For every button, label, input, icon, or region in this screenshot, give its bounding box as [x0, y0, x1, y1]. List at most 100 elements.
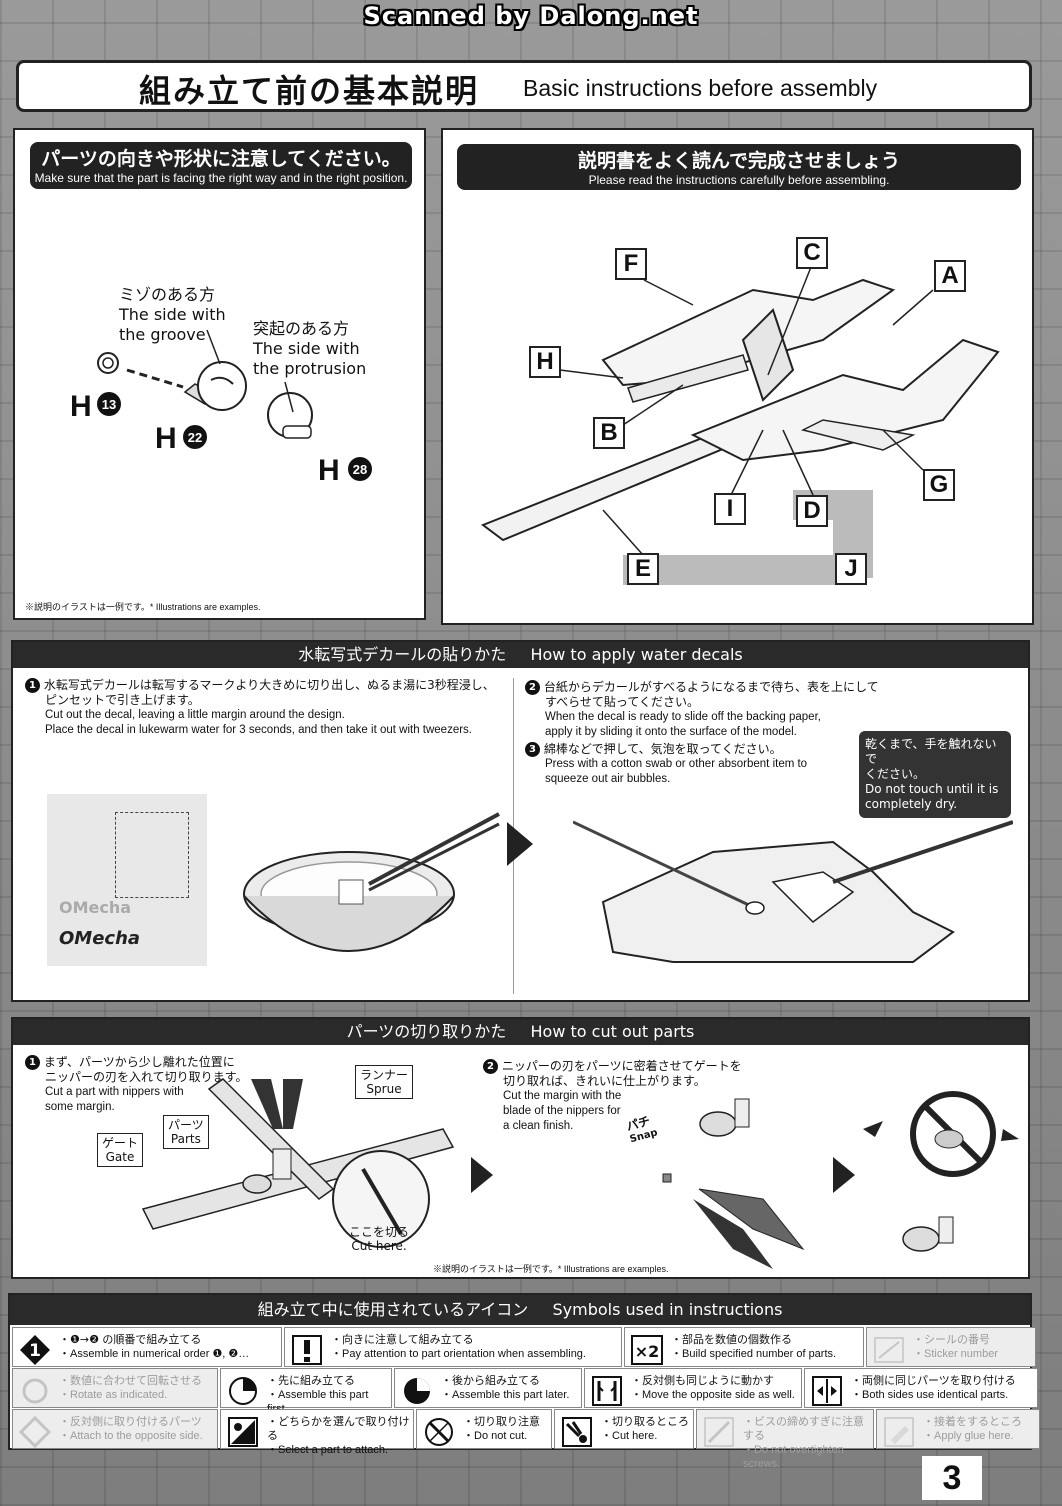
symbol-legend-item: ・シールの番号・Sticker number	[866, 1327, 1036, 1367]
cut-step2-jp-2: 切り取れば、きれいに仕上がります。	[503, 1074, 706, 1088]
cutting-title-jp: パーツの切り取りかた	[346, 1022, 507, 1041]
cutting-section: パーツの切り取りかた How to cut out parts 1 まず、パーツ…	[11, 1017, 1030, 1279]
symbol-legend-en: ・Sticker number	[913, 1348, 998, 1360]
page-header: 組み立て前の基本説明 Basic instructions before ass…	[16, 60, 1032, 112]
overtighten-icon	[703, 1416, 735, 1448]
part-letter-d: D	[796, 495, 828, 527]
orientation-title-en: Make sure that the part is facing the ri…	[34, 171, 408, 185]
rotate-icon	[19, 1375, 51, 1407]
dry-warning-jp-2: ください。	[865, 767, 926, 781]
symbol-legend-item: ・両側に同じパーツを取り付ける・Both sides use identical…	[804, 1368, 1038, 1408]
cut-step1-en-2: some margin.	[45, 1101, 115, 1113]
arrow-right-icon	[507, 822, 533, 866]
symbols-title-en: Symbols used in instructions	[552, 1300, 783, 1319]
protrusion-label-jp: 突起のある方	[253, 319, 350, 338]
symbol-legend-item: ・切り取り注意・Do not cut.	[416, 1409, 552, 1449]
dry-warning-en-2: completely dry.	[865, 797, 958, 811]
part-letter-i: I	[714, 493, 746, 525]
arrow-right-icon	[471, 1157, 493, 1193]
decal-step2-en-1: When the decal is ready to slide off the…	[545, 711, 821, 723]
svg-text:×2: ×2	[635, 1342, 660, 1361]
symbol-legend-en: ・Move the opposite side as well.	[631, 1389, 795, 1401]
decal-step1-jp-2: ピンセットで引き上げます。	[45, 693, 200, 707]
symbols-section-bar: 組み立て中に使用されているアイコン Symbols used in instru…	[10, 1295, 1030, 1325]
orientation-illustration: H 13 H 22 H 28	[70, 329, 372, 487]
cutting-section-bar: パーツの切り取りかた How to cut out parts	[13, 1019, 1028, 1045]
cut-here-label: ここを切る Cut here.	[349, 1225, 409, 1253]
water-bowl-illustration	[243, 812, 500, 952]
decal-step3-en-2: squeeze out air bubbles.	[545, 773, 671, 785]
orientation-banner: パーツの向きや形状に注意してください。 Make sure that the p…	[30, 142, 412, 189]
decal-cut-box	[115, 812, 189, 898]
multiply-2-icon: ×2	[631, 1334, 663, 1366]
symbol-legend-jp: ・後から組み立てる	[441, 1374, 540, 1387]
symbol-legend-item: 1・❶→❷ の順番で組み立てる・Assemble in numerical or…	[12, 1327, 282, 1367]
symbol-legend-jp: ・反対側に取り付けるパーツ	[59, 1415, 202, 1428]
decal-step1-en-1: Cut out the decal, leaving a little marg…	[45, 709, 345, 721]
part-label-h22-letter: H	[155, 422, 177, 455]
symbol-legend-en: ・Cut here.	[601, 1430, 658, 1442]
parts-label-jp: パーツ	[168, 1118, 204, 1132]
symbol-legend-item: ・向きに注意して組み立てる・Pay attention to part orie…	[284, 1327, 622, 1367]
symbol-legend-en: ・Do not overtighten screws.	[743, 1444, 844, 1470]
no-tearing-illustration	[863, 1091, 1019, 1252]
symbol-legend-jp: ・切り取るところ	[601, 1415, 689, 1428]
decal-title-en: How to apply water decals	[530, 645, 743, 664]
part-letter-h: H	[529, 346, 561, 378]
cutting-step-2: 2 ニッパーの刃をパーツに密着させてゲートを 切り取れば、きれいに仕上がります。…	[483, 1059, 773, 1134]
symbol-legend-jp: ・先に組み立てる	[267, 1374, 355, 1387]
symbol-legend-en: ・Select a part to attach.	[267, 1444, 389, 1456]
both-sides-icon	[811, 1375, 843, 1407]
symbol-legend-jp: ・シールの番号	[913, 1333, 990, 1346]
symbol-legend-item: ・数値に合わせて回転させる・Rotate as indicated.	[12, 1368, 218, 1408]
groove-label-jp: ミゾのある方	[119, 285, 216, 304]
decal-title-jp: 水転写式デカールの貼りかた	[298, 645, 507, 664]
cut-here-en: Cut here.	[351, 1239, 407, 1253]
decal-brand: OMecha	[59, 928, 141, 949]
dry-warning-jp: 乾くまで、手を触れないで	[865, 737, 997, 766]
symbol-legend-item: ・反対側も同じように動かす・Move the opposite side as …	[584, 1368, 802, 1408]
numbered-order-icon: 1	[19, 1334, 51, 1366]
decal-step-1: 1 水転写式デカールは転写するマークより大きめに切り出し、ぬるま湯に3秒程浸し、…	[25, 678, 515, 738]
part-letter-e: E	[627, 553, 659, 585]
part-label-h22-num: 22	[188, 430, 202, 445]
nipper-illustration	[662, 1098, 805, 1269]
symbol-legend-en: ・Do not cut.	[463, 1430, 528, 1442]
decal-step1-jp-1: 水転写式デカールは転写するマークより大きめに切り出し、ぬるま湯に3秒程浸し、	[43, 678, 495, 692]
sticker-number-icon	[873, 1334, 905, 1366]
groove-label-en-2: the groove	[119, 325, 206, 344]
symbol-legend-item: ・接着をするところ・Apply glue here.	[876, 1409, 1040, 1449]
orientation-title-jp: パーツの向きや形状に注意してください。	[41, 148, 401, 170]
read-title-jp: 説明書をよく読んで完成させましょう	[577, 150, 901, 172]
apply-glue-icon	[883, 1416, 915, 1448]
symbol-legend-jp: ・部品を数値の個数作る	[671, 1333, 792, 1346]
page-number: 3	[922, 1456, 982, 1500]
symbol-legend-jp: ・接着をするところ	[923, 1415, 1022, 1428]
part-label-h13-letter: H	[70, 390, 92, 423]
protrusion-label: 突起のある方 The side with the protrusion	[253, 319, 366, 379]
symbol-legend-item: ・後から組み立てる・Assemble this part later.	[394, 1368, 582, 1408]
symbol-legend-item: ・切り取るところ・Cut here.	[554, 1409, 694, 1449]
decal-step3-en-1: Press with a cotton swab or other absorb…	[545, 758, 808, 770]
decal-step2-en-2: apply it by sliding it onto the surface …	[545, 726, 797, 738]
symbol-legend-jp: ・ビスの締めすぎに注意する	[743, 1415, 864, 1442]
orientation-panel: パーツの向きや形状に注意してください。 Make sure that the p…	[13, 128, 426, 620]
symbol-legend-item: ×2・部品を数値の個数作る・Build specified number of …	[624, 1327, 864, 1367]
cut-here-icon	[561, 1416, 593, 1448]
scan-credit: Scanned by Dalong.net	[363, 2, 699, 30]
cut-step2-en-1: Cut the margin with the	[503, 1090, 622, 1102]
read-instructions-panel: 説明書をよく読んで完成させましょう Please read the instru…	[441, 128, 1034, 625]
symbols-section: 組み立て中に使用されているアイコン Symbols used in instru…	[8, 1293, 1040, 1470]
part-letter-j: J	[835, 553, 867, 585]
assemble-first-icon	[227, 1375, 259, 1407]
symbol-legend-en: ・Rotate as indicated.	[59, 1389, 168, 1401]
runner-label-en: Sprue	[366, 1082, 402, 1096]
symbol-legend-en: ・Both sides use identical parts.	[851, 1389, 1009, 1401]
parts-tag: パーツ Parts	[163, 1115, 209, 1149]
decal-section-bar: 水転写式デカールの貼りかた How to apply water decals	[13, 642, 1028, 668]
part-letter-g: G	[923, 469, 955, 501]
symbol-legend-jp: ・両側に同じパーツを取り付ける	[851, 1374, 1016, 1387]
move-opposite-icon	[591, 1375, 623, 1407]
decal-sheet: OMecha OMecha	[47, 794, 207, 966]
symbol-legend-en: ・Assemble this part later.	[441, 1389, 570, 1401]
